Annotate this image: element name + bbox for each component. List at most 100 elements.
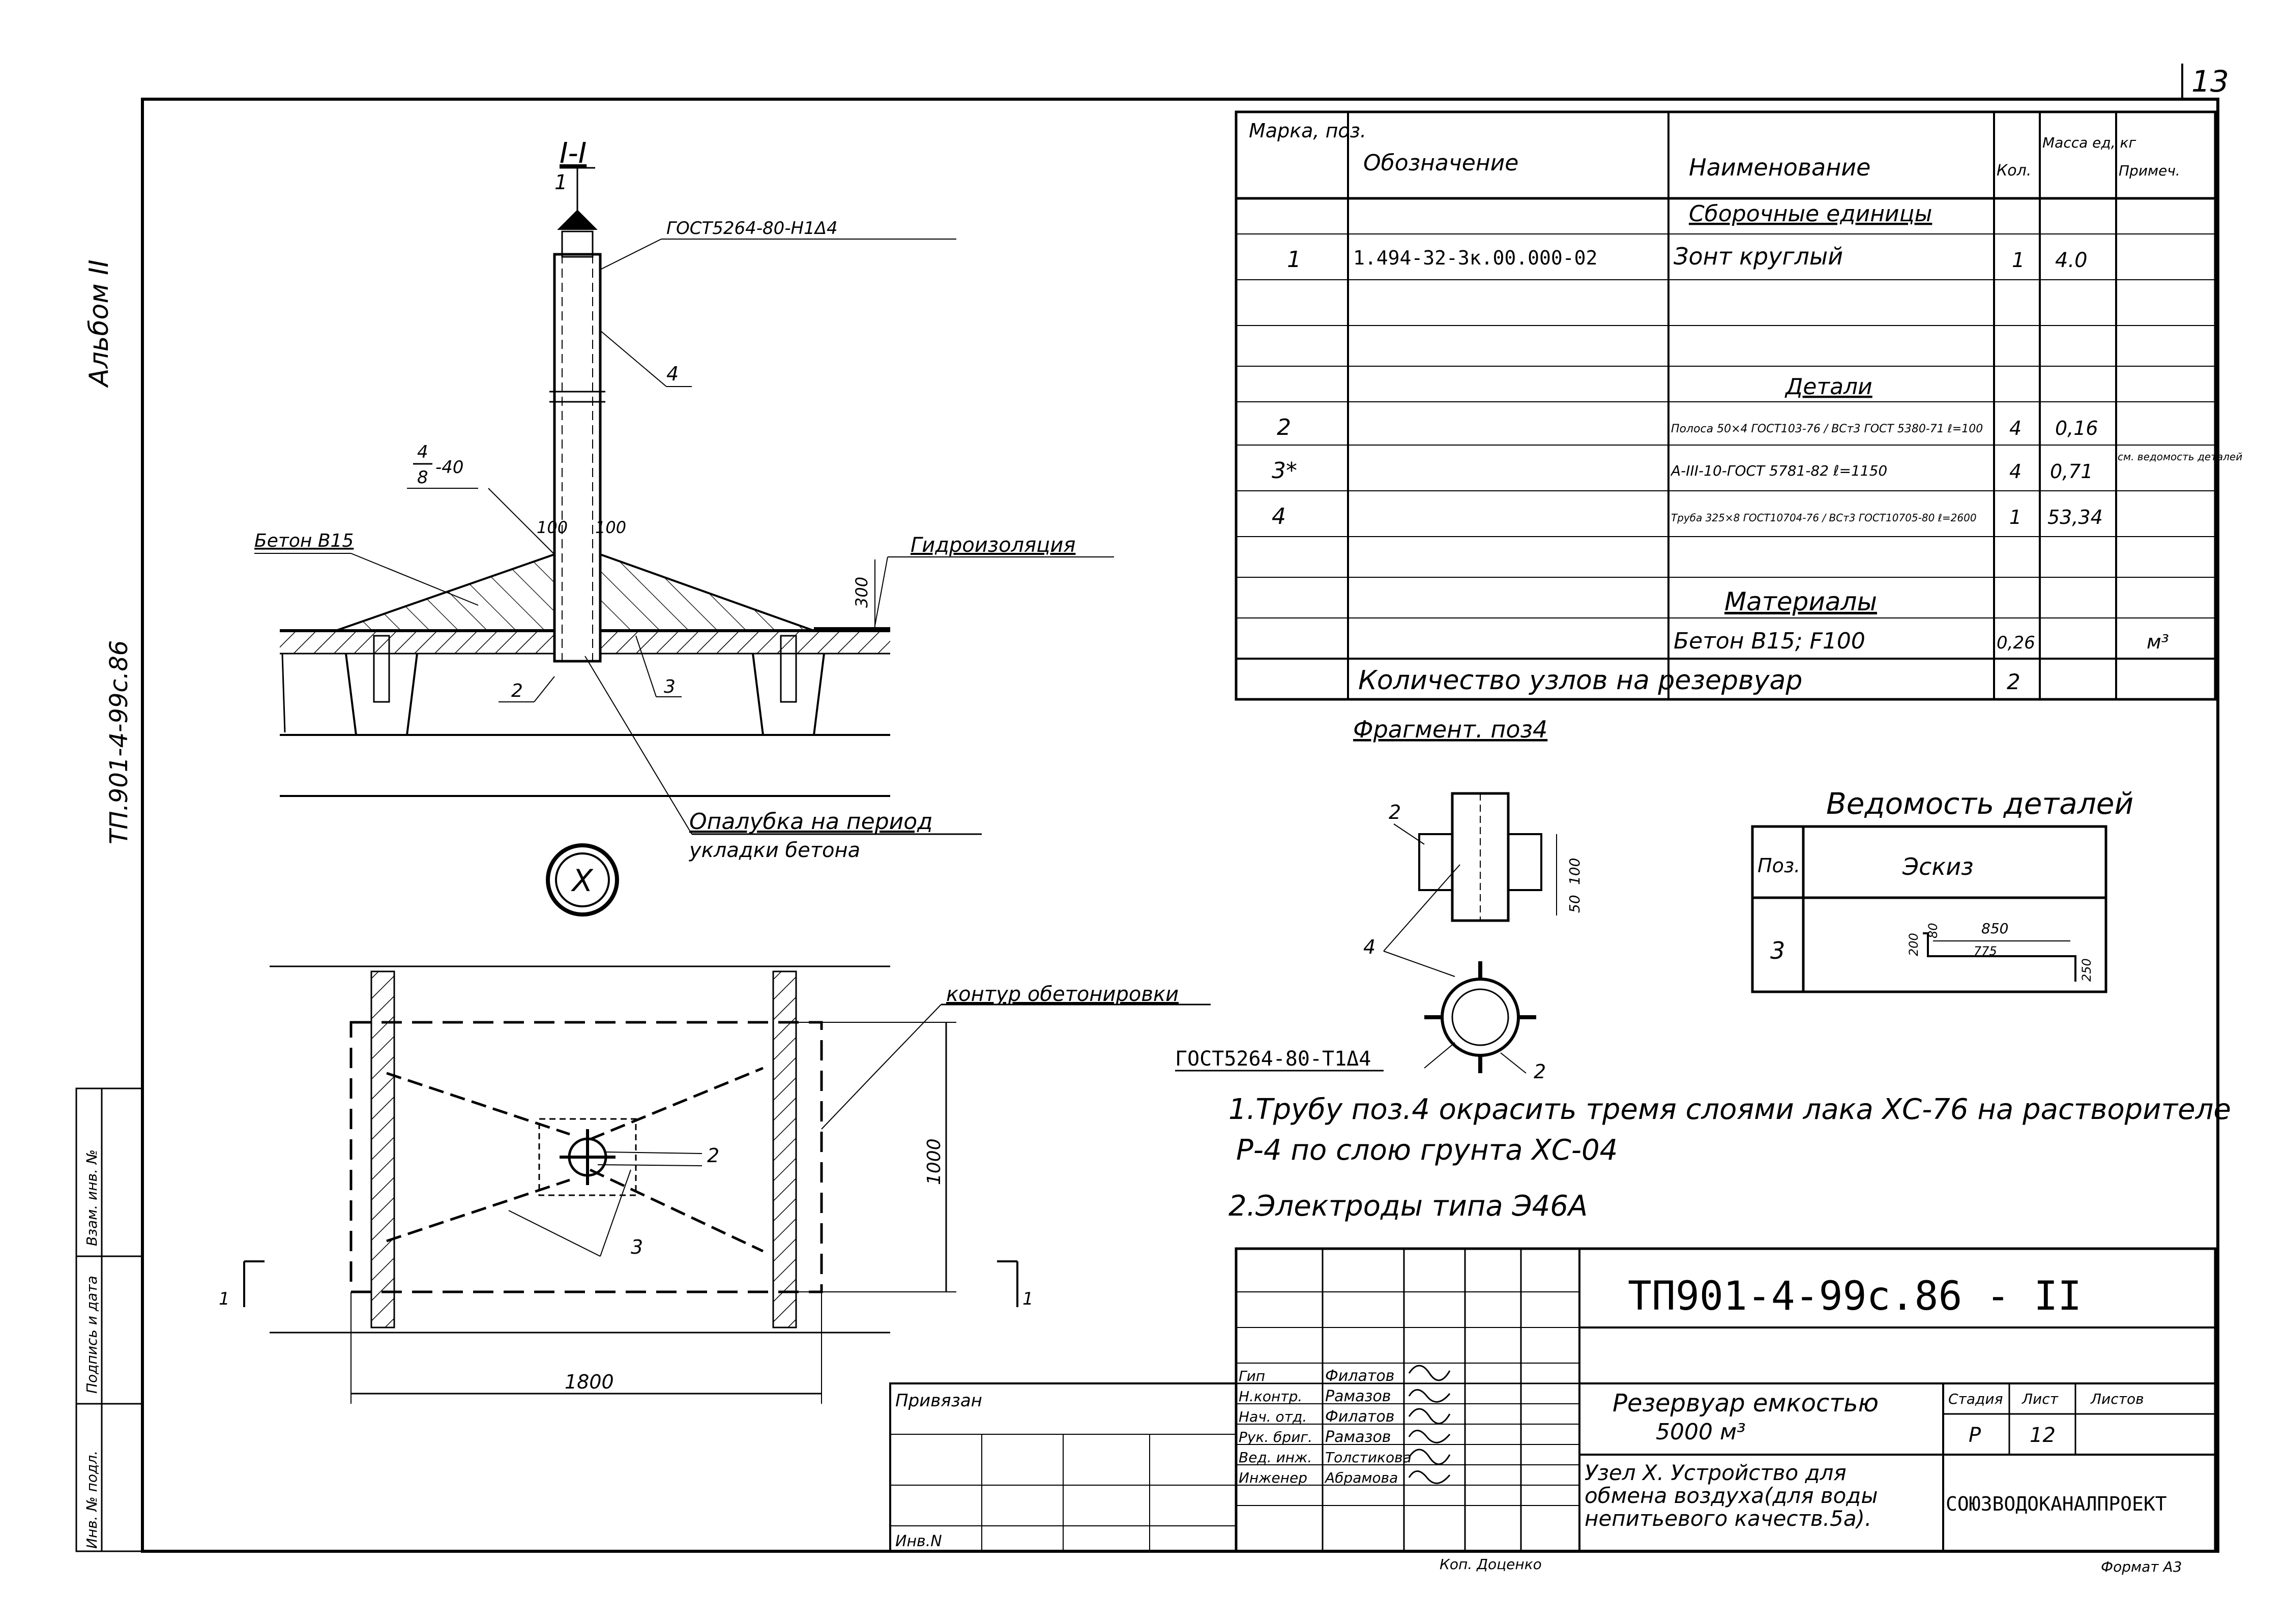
name-6: Абрамова [1324, 1469, 1398, 1486]
section-details: Детали [1784, 374, 1872, 400]
section-assembly: Сборочные единицы [1689, 201, 1932, 227]
cut-mark-left: 1 [219, 1289, 230, 1309]
dim-1000: 1000 [924, 1138, 945, 1185]
formwork-label-2: укладки бетона [689, 839, 860, 862]
title-code: ТП901-4-99с.86 - II [1628, 1274, 2082, 1319]
details-grid [1751, 825, 2107, 993]
row1-mass: 4.0 [2055, 249, 2088, 272]
inv-label: Инв.N [895, 1532, 942, 1550]
hdr-designation: Обозначение [1363, 150, 1518, 176]
section-1-1 [254, 167, 1114, 835]
signatures [1408, 1365, 1451, 1484]
row2-name: Полоса 50×4 ГОСТ103-76 / ВСт3 ГОСТ 5380-… [1671, 423, 1983, 435]
hdr-qty: Кол. [1997, 162, 2031, 180]
frag-pos-2b: 2 [1534, 1060, 1546, 1083]
row5-note: м³ [2147, 631, 2169, 653]
hdr-mark: Марка, поз. [1249, 120, 1366, 142]
sec-pos-2: 2 [511, 681, 523, 701]
dim-1800: 1800 [565, 1371, 614, 1393]
plan-pos-3: 3 [631, 1236, 643, 1258]
node-mark: X [546, 843, 619, 917]
frag-pos-4: 4 [1363, 936, 1375, 958]
note-2: 2.Электроды типа Э46А [1228, 1190, 1588, 1223]
waterproofing-label: Гидроизоляция [911, 534, 1075, 557]
col-stage: Стадия [1948, 1391, 2003, 1407]
row4-name: Труба 325×8 ГОСТ10704-76 / ВСт3 ГОСТ1070… [1671, 512, 1977, 524]
details-title: Ведомость деталей [1826, 786, 2133, 821]
hdr-note: Примеч. [2119, 162, 2180, 179]
side-replaced: Взам. инв. № [83, 1149, 100, 1246]
spec-row-3: 3* А-III-10-ГОСТ 5781-82 ℓ=1150 4 0,71 с… [1272, 451, 2242, 484]
dim-100-left: 100 [537, 518, 568, 537]
col-sheet: Лист [2022, 1391, 2059, 1407]
notes: 1.Трубу поз.4 окрасить тремя слоями лака… [1228, 1093, 2231, 1223]
drawing-line-1: Узел X. Устройство для [1585, 1460, 1847, 1485]
object-line-1: Резервуар емкостью [1613, 1389, 1879, 1418]
role-ved-inzh: Вед. инж. [1239, 1449, 1312, 1466]
cut-mark-right: 1 [1022, 1289, 1034, 1309]
name-3: Филатов [1325, 1408, 1394, 1426]
spec-table-grid [1235, 110, 2217, 701]
weld-fraction-bottom: 8 [417, 467, 428, 488]
plan-pos-2: 2 [707, 1144, 719, 1167]
spec-row-5: Бетон В15; F100 0,26 м³ [1674, 628, 2169, 654]
row1-name: Зонт круглый [1674, 243, 1843, 270]
sec-pos-3: 3 [664, 676, 676, 697]
org-name: СОЮЗВОДОКАНАЛПРОЕКТ [1946, 1493, 2167, 1515]
weld-fraction-top: 4 [417, 442, 428, 462]
stage-value: Р [1969, 1424, 1981, 1447]
name-2: Рамазов [1325, 1387, 1391, 1405]
role-gip: Гип [1239, 1368, 1265, 1384]
row2-qty: 4 [2009, 417, 2022, 439]
frag-dim-100: 100 [1566, 858, 1583, 885]
tied-label: Привязан [895, 1391, 982, 1411]
row1-qty: 1 [2012, 249, 2025, 272]
sketch-dim-775: 775 [1974, 944, 1997, 958]
pos-4-label: 4 [666, 363, 679, 385]
hdr-name: Наименование [1689, 154, 1870, 181]
row4-qty: 1 [2009, 506, 2022, 528]
spec-table-header: Марка, поз. Обозначение Наименование Кол… [1249, 120, 2180, 181]
row1-pos: 1 [1287, 247, 1301, 273]
row2-mass: 0,16 [2055, 417, 2098, 439]
note-1: 1.Трубу поз.4 окрасить тремя слоями лака… [1228, 1093, 2231, 1126]
fragment-drawing [1383, 792, 1557, 1074]
side-sign-date: Подпись и дата [83, 1276, 100, 1394]
row3-qty: 4 [2009, 460, 2022, 483]
dim-300: 300 [852, 577, 871, 608]
page-number: 13 [2191, 64, 2229, 99]
name-1: Филатов [1325, 1367, 1394, 1385]
spec-row-2: 2 Полоса 50×4 ГОСТ103-76 / ВСт3 ГОСТ 538… [1277, 415, 2098, 440]
details-row-pos: 3 [1770, 937, 1785, 964]
frag-gost-label: ГОСТ5264-80-Т1Δ4 [1175, 1047, 1371, 1071]
role-nkontr: Н.контр. [1239, 1388, 1302, 1405]
section-title: I-I [560, 137, 587, 170]
concrete-label: Бетон В15 [254, 530, 354, 551]
row1-designation: 1.494-32-3к.00.000-02 [1353, 247, 1597, 269]
node-mark-label: X [570, 863, 594, 899]
col-sheets: Листов [2090, 1391, 2144, 1407]
album-label: Альбом II [84, 259, 114, 388]
spec-row-1: 1 1.494-32-3к.00.000-02 Зонт круглый 1 4… [1287, 243, 2088, 273]
hdr-mass: Масса ед, кг [2042, 134, 2136, 151]
sheet-value: 12 [2030, 1424, 2056, 1447]
format-label: Формат А3 [2101, 1558, 2182, 1575]
row4-pos: 4 [1272, 504, 1286, 529]
name-4: Рамазов [1325, 1428, 1391, 1446]
footer-qty: 2 [2007, 669, 2020, 694]
spec-row-4: 4 Труба 325×8 ГОСТ10704-76 / ВСт3 ГОСТ10… [1272, 504, 2103, 529]
row3-mass: 0,71 [2050, 460, 2093, 483]
weld-dim: -40 [435, 457, 464, 478]
details-col-sketch: Эскиз [1902, 853, 1974, 880]
row3-name: А-III-10-ГОСТ 5781-82 ℓ=1150 [1670, 462, 1887, 479]
object-line-2: 5000 м³ [1656, 1419, 1746, 1445]
details-col-pos: Поз. [1757, 854, 1800, 877]
drawing-line-2: обмена воздуха(для воды [1585, 1483, 1878, 1508]
role-inzhener: Инженер [1239, 1469, 1307, 1486]
role-ruk-brig: Рук. бриг. [1239, 1429, 1312, 1445]
fragment-title: Фрагмент. поз4 [1353, 716, 1547, 743]
note-1b: Р-4 по слою грунта ХС-04 [1236, 1134, 1618, 1167]
role-nach-otd: Нач. отд. [1239, 1408, 1307, 1425]
sketch-dim-250: 250 [2079, 958, 2094, 982]
